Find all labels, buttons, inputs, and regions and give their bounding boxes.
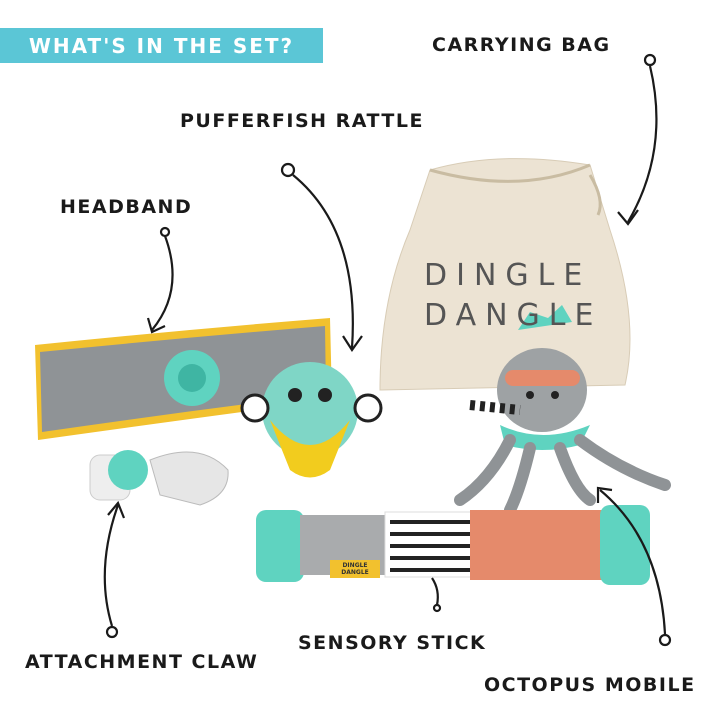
octopus-mobile-image <box>454 305 671 516</box>
label-octopus-mobile: OCTOPUS MOBILE <box>484 674 696 696</box>
attachment-claw-image <box>89 450 229 506</box>
title: WHAT'S IN THE SET? <box>28 33 295 58</box>
bag-logo-line2: DANGLE <box>424 298 603 333</box>
sensory-stick-image <box>256 505 650 585</box>
arrows <box>103 53 672 647</box>
label-sensory-stick: SENSORY STICK <box>298 632 487 654</box>
carrying-bag-arrow-dot <box>643 53 657 67</box>
stick-tag: DINGLE DANGLE <box>341 562 369 576</box>
carrying-bag-image <box>379 158 631 391</box>
carrying-bag-arrow <box>627 65 658 223</box>
bag-logo-line1: DINGLE <box>424 258 592 293</box>
pufferfish-arrow <box>292 174 354 349</box>
sensory-stick-arrow <box>431 577 439 606</box>
label-headband: HEADBAND <box>60 196 193 218</box>
label-carrying-bag: CARRYING BAG <box>432 34 611 56</box>
label-attachment-claw: ATTACHMENT CLAW <box>25 651 259 673</box>
claw-arrow <box>103 504 120 627</box>
pufferfish-rattle-image <box>240 362 383 478</box>
label-pufferfish-rattle: PUFFERFISH RATTLE <box>180 110 424 132</box>
title-banner: WHAT'S IN THE SET? <box>0 28 323 63</box>
headband-arrow <box>151 235 174 331</box>
octopus-arrow <box>599 489 667 635</box>
